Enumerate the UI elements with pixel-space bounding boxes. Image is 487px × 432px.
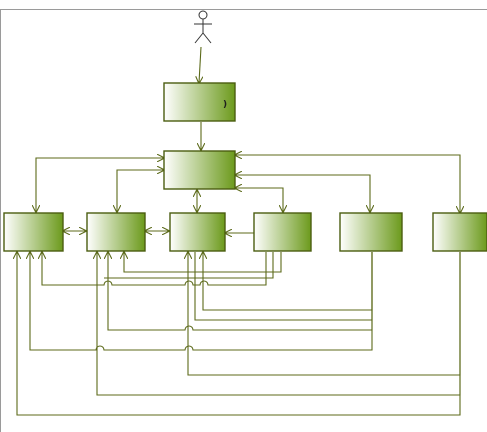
edge-e-c-1 [203,252,373,311]
frame-top-border [0,9,487,10]
edge-hub-d [235,188,283,212]
nodes [3,82,487,252]
edge-actor-entry [199,46,201,83]
node-c[interactable] [169,212,226,252]
node-a[interactable] [3,212,64,252]
edge-e-a [30,252,373,351]
node-e[interactable] [339,212,403,252]
edge-d-b-2 [104,252,274,279]
node-hub[interactable] [163,150,236,190]
edge-f-a [17,252,461,416]
entry-node-label: ) [223,100,227,110]
node-f[interactable] [432,212,487,252]
frame-left-border [0,9,1,432]
edge-d-a [42,252,267,286]
edge-e-b [108,252,373,331]
edge-f-b [97,252,461,396]
edge-hub-e [235,175,370,212]
edge-f-c [188,252,461,376]
node-d[interactable] [253,212,312,252]
actor-figure [194,10,212,44]
node-entry[interactable] [163,82,236,122]
edge-hub-f [235,155,460,213]
edge-hub-a [36,158,164,212]
edge-hub-b [117,170,164,212]
node-b[interactable] [86,212,146,252]
connectors [17,46,461,416]
